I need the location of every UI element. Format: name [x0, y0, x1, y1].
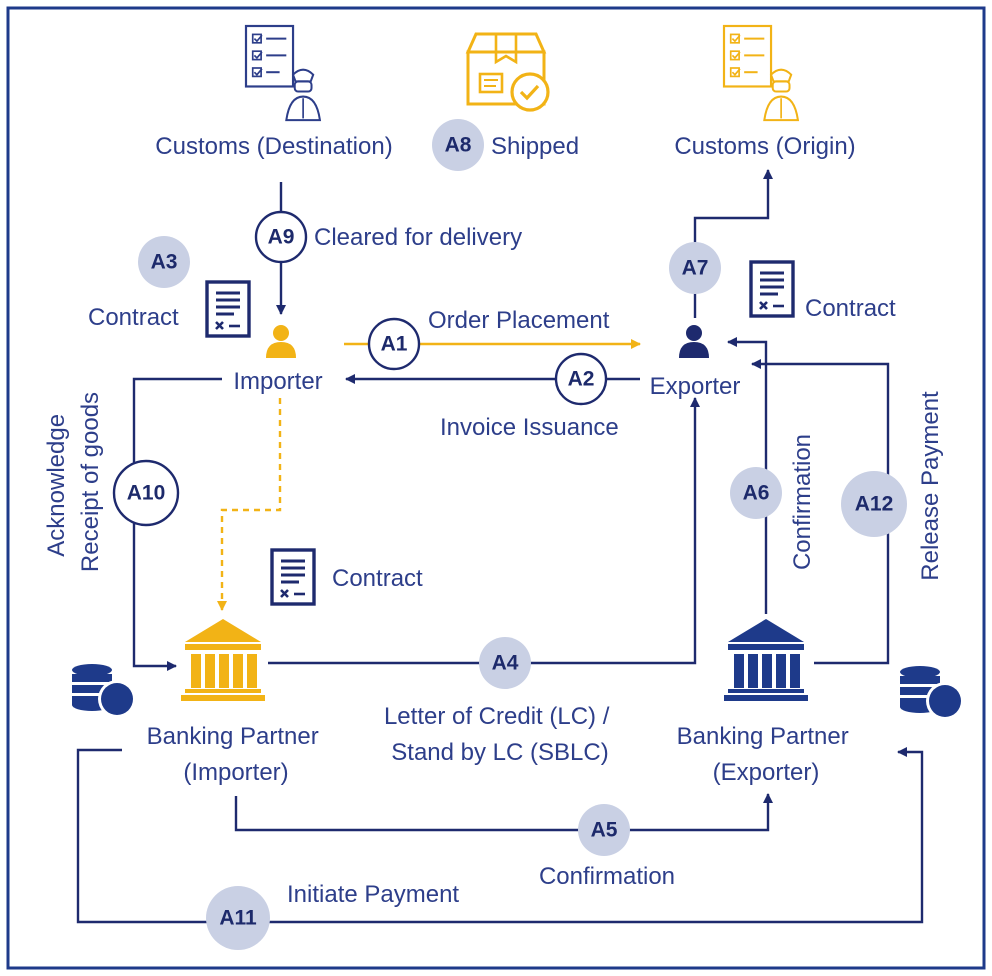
confirmation-a6-label: Confirmation	[789, 434, 816, 570]
release-payment-label: Release Payment	[917, 391, 944, 581]
cleared-for-delivery-label: Cleared for delivery	[314, 224, 522, 251]
shipped-label: Shipped	[491, 133, 579, 160]
step-badge-a1: A1	[367, 317, 421, 371]
svg-text:A10: A10	[127, 482, 166, 505]
importer-label: Importer	[233, 368, 322, 395]
bank-building-icon	[724, 619, 808, 701]
customs-checklist-officer-icon	[244, 24, 322, 122]
contract-label-bank: Contract	[332, 565, 423, 592]
confirmation-a5-label: Confirmation	[539, 863, 675, 890]
svg-text:A4: A4	[492, 652, 519, 675]
flow-a6-line	[727, 337, 768, 614]
svg-text:A11: A11	[219, 907, 257, 930]
acknowledge-receipt-label: Acknowledge Receipt of goods	[43, 392, 104, 572]
step-badge-a3: A3	[138, 236, 190, 288]
svg-text:A1: A1	[381, 333, 408, 356]
letter-of-credit-line-2: Stand by LC (SBLC)	[391, 739, 608, 766]
step-badge-a9: A9	[254, 210, 308, 264]
step-badge-a2: A2	[554, 352, 608, 406]
database-coin-icon	[900, 666, 964, 720]
step-badge-a7: A7	[669, 242, 721, 294]
bank-exporter-label: Banking Partner (Exporter)	[677, 723, 856, 786]
order-placement-label: Order Placement	[428, 307, 610, 334]
initiate-payment-label: Initiate Payment	[287, 881, 459, 908]
frame-border	[6, 6, 986, 970]
svg-text:A9: A9	[268, 226, 295, 249]
bank-importer-line-2: (Importer)	[183, 759, 288, 786]
contract-document-icon	[270, 548, 316, 606]
bank-importer-line-1: Banking Partner	[147, 723, 319, 750]
flow-a5-line	[234, 793, 773, 832]
customs-origin-label: Customs (Origin)	[674, 133, 855, 160]
svg-text:A12: A12	[855, 493, 894, 516]
flow-importer-bank-dashed-line	[217, 398, 282, 611]
customs-checklist-officer-icon	[722, 24, 800, 122]
flow-a4-line	[268, 397, 700, 665]
step-badge-a10: A10	[112, 459, 180, 527]
contract-document-icon	[749, 260, 795, 318]
package-check-icon	[465, 32, 550, 112]
svg-text:A6: A6	[743, 482, 770, 505]
bank-importer-label: Banking Partner (Importer)	[147, 723, 326, 786]
acknowledge-receipt-line-2: Receipt of goods	[77, 392, 104, 572]
step-badge-a12: A12	[841, 471, 907, 537]
letter-of-credit-line-1: Letter of Credit (LC) /	[384, 703, 610, 730]
person-icon	[266, 325, 296, 358]
person-icon	[679, 325, 709, 358]
database-coin-icon	[72, 664, 136, 718]
contract-label-importer: Contract	[88, 304, 179, 331]
svg-text:A3: A3	[151, 251, 178, 274]
customs-destination-label: Customs (Destination)	[155, 133, 392, 160]
svg-text:A5: A5	[591, 819, 618, 842]
svg-text:A2: A2	[568, 368, 595, 391]
svg-text:A7: A7	[682, 257, 709, 280]
exporter-label: Exporter	[650, 373, 741, 400]
contract-document-icon	[205, 280, 251, 338]
invoice-issuance-label: Invoice Issuance	[440, 414, 619, 441]
step-badge-a6: A6	[730, 467, 782, 519]
step-badge-a8: A8	[432, 119, 484, 171]
step-badge-a5: A5	[578, 804, 630, 856]
svg-text:A8: A8	[445, 134, 472, 157]
letter-of-credit-label: Letter of Credit (LC) / Stand by LC (SBL…	[384, 703, 616, 766]
bank-exporter-line-2: (Exporter)	[713, 759, 820, 786]
bank-building-icon	[181, 619, 265, 701]
contract-label-exporter: Contract	[805, 295, 896, 322]
step-badge-a11: A11	[206, 886, 270, 950]
acknowledge-receipt-line-1: Acknowledge	[43, 414, 70, 557]
step-badge-a4: A4	[479, 637, 531, 689]
flow-a11-line	[76, 747, 924, 924]
bank-exporter-line-1: Banking Partner	[677, 723, 849, 750]
